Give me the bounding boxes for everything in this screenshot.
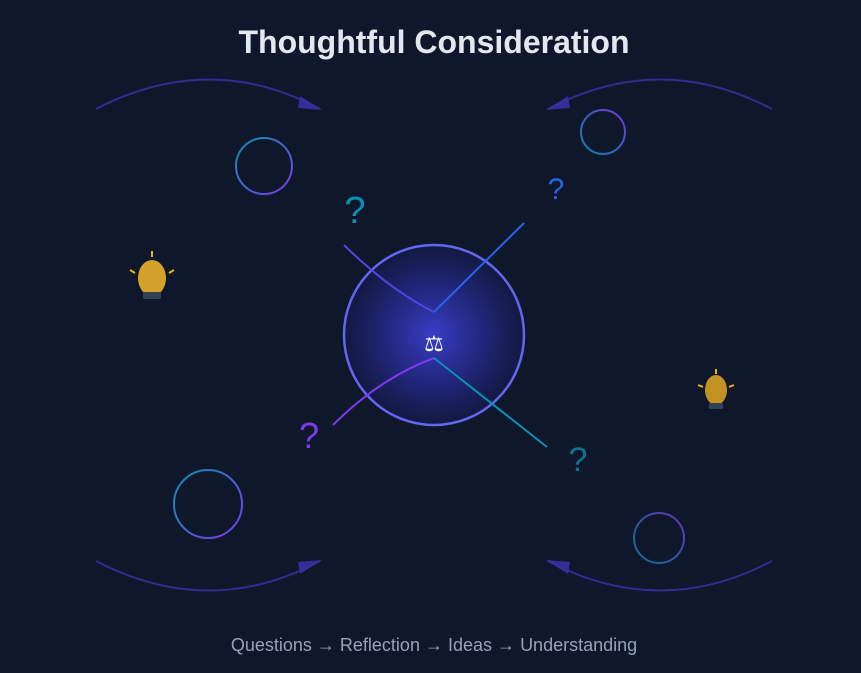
- circular-arrow-icon: [546, 78, 773, 110]
- footer-step-questions: Questions: [231, 635, 312, 655]
- arrow-right-icon: →: [317, 635, 335, 655]
- lightbulb-icon: [129, 251, 175, 299]
- diagram-title: Thoughtful Consideration: [238, 24, 629, 60]
- footer-step-ideas: Ideas: [448, 635, 492, 655]
- connection-line: [343, 244, 435, 313]
- connection-line: [332, 357, 435, 426]
- footer-step-reflection: Reflection: [340, 635, 420, 655]
- connection-line: [433, 222, 525, 313]
- thought-ring: [235, 137, 293, 195]
- thought-ring: [580, 109, 626, 155]
- footer-flow: Questions → Reflection → Ideas → Underst…: [231, 635, 637, 655]
- question-mark-icon: ?: [299, 415, 319, 456]
- footer-step-understanding: Understanding: [520, 635, 637, 655]
- circular-arrow-icon: [95, 78, 322, 110]
- question-mark-icon: ?: [548, 173, 565, 206]
- circular-arrow-icon: [546, 560, 773, 592]
- arrow-right-icon: →: [497, 635, 515, 655]
- circular-arrow-icon: [95, 560, 322, 592]
- question-mark-icon: ?: [344, 190, 365, 232]
- balance-scale-icon: ⚖: [424, 332, 444, 357]
- lightbulb-icon: [697, 369, 735, 409]
- thought-ring: [633, 512, 685, 564]
- arrow-right-icon: →: [425, 635, 443, 655]
- connection-line: [433, 357, 548, 448]
- question-mark-icon: ?: [569, 441, 588, 479]
- thought-ring: [173, 469, 243, 539]
